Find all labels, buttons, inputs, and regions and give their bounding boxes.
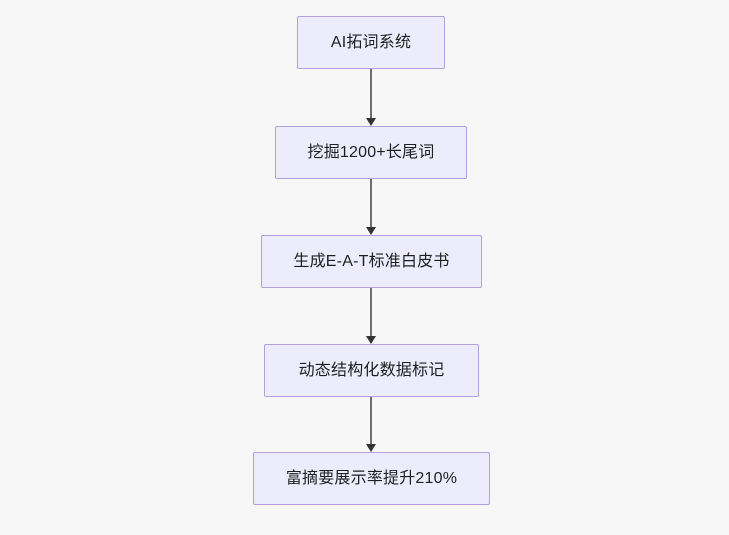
flow-node-dynamic-structured-data-markup[interactable]: 动态结构化数据标记 (264, 344, 479, 397)
flow-node-mine-longtail-keywords[interactable]: 挖掘1200+长尾词 (275, 126, 467, 179)
flow-node-label: AI拓词系统 (330, 33, 412, 51)
edge-line (370, 288, 372, 336)
flow-node-generate-eat-whitepaper[interactable]: 生成E-A-T标准白皮书 (261, 235, 482, 288)
arrowhead-icon (366, 227, 376, 235)
edge-line (370, 397, 372, 444)
flow-node-label: 动态结构化数据标记 (298, 361, 445, 379)
flow-node-rich-snippet-impression-lift[interactable]: 富摘要展示率提升210% (253, 452, 490, 505)
flow-node-label: 富摘要展示率提升210% (285, 469, 458, 487)
flow-node-label: 挖掘1200+长尾词 (307, 143, 435, 161)
arrowhead-icon (366, 118, 376, 126)
arrowhead-icon (366, 336, 376, 344)
arrowhead-icon (366, 444, 376, 452)
edge-line (370, 69, 372, 118)
flow-node-ai-keyword-system[interactable]: AI拓词系统 (297, 16, 445, 69)
edge-line (370, 179, 372, 227)
flow-node-label: 生成E-A-T标准白皮书 (293, 252, 450, 270)
